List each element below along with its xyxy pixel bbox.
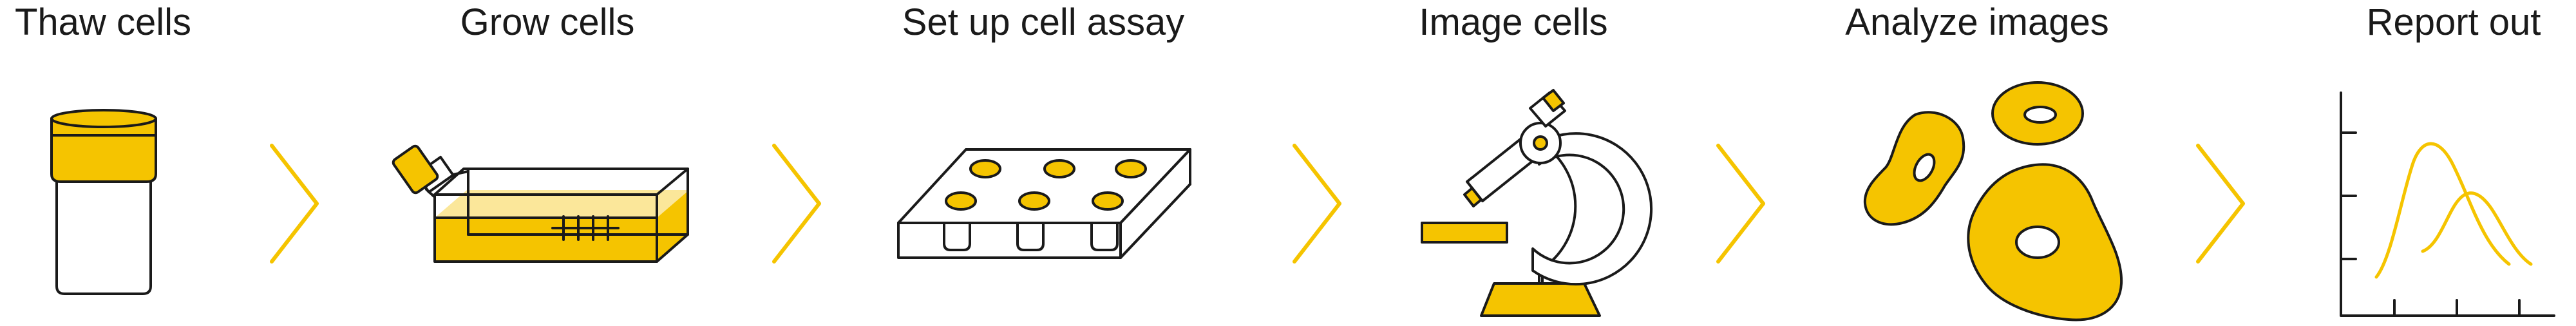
stage-title-image-cells: Image cells xyxy=(1419,1,1608,43)
stage-title-thaw-cells: Thaw cells xyxy=(15,1,191,43)
stage-title-analyze-images: Analyze images xyxy=(1845,1,2109,43)
stage-title-grow-cells: Grow cells xyxy=(460,1,635,43)
chevron-right-icon xyxy=(2196,144,2245,264)
cells-icon xyxy=(1863,81,2123,321)
cryovial-icon xyxy=(50,109,157,295)
microscope-icon xyxy=(1421,89,1653,317)
chevron-right-icon xyxy=(270,144,319,264)
chevron-right-icon xyxy=(772,144,821,264)
stage-title-report-out: Report out xyxy=(2366,1,2541,43)
chevron-right-icon xyxy=(1716,144,1765,264)
chevron-right-icon xyxy=(1293,144,1341,264)
culture-flask-icon xyxy=(392,144,689,263)
well-plate-icon xyxy=(897,148,1191,259)
line-graph-icon xyxy=(2340,91,2555,317)
stage-title-set-up-cell-assay: Set up cell assay xyxy=(902,1,1185,43)
